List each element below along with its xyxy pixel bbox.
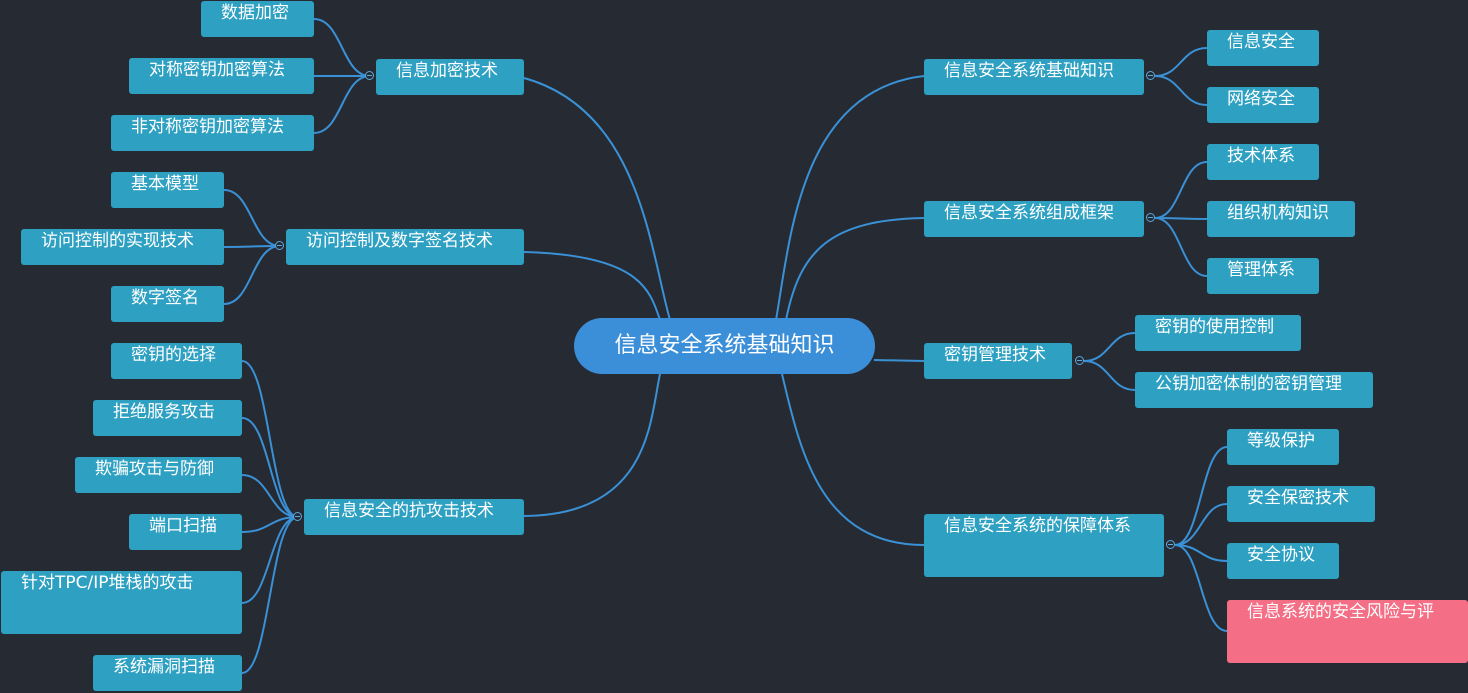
collapse-toggle-icon[interactable]: [1146, 71, 1155, 80]
leaf-link: [1174, 446, 1228, 546]
leaf-link: [1174, 544, 1228, 562]
leaf-mgmt-system[interactable]: 管理体系: [1207, 258, 1319, 294]
leaf-vuln-scan[interactable]: 系统漏洞扫描: [93, 655, 242, 691]
root-link: [775, 75, 925, 321]
leaf-tech-system[interactable]: 技术体系: [1207, 144, 1319, 180]
leaf-link: [313, 18, 371, 77]
branch-assurance[interactable]: 信息安全系统的保障体系: [924, 514, 1164, 577]
collapse-toggle-icon[interactable]: [275, 241, 284, 250]
leaf-link: [241, 360, 299, 518]
leaf-link: [1154, 217, 1208, 220]
leaf-asymmetric-algorithm[interactable]: 非对称密钥加密算法: [111, 115, 314, 151]
leaf-link: [223, 189, 281, 247]
leaf-link: [313, 75, 371, 134]
leaf-link: [1083, 360, 1136, 391]
leaf-link: [1083, 332, 1136, 362]
leaf-link: [1154, 161, 1208, 219]
leaf-network-security[interactable]: 网络安全: [1207, 87, 1319, 123]
branch-basics[interactable]: 信息安全系统基础知识: [924, 59, 1144, 95]
leaf-link: [1154, 217, 1208, 277]
root-link: [523, 251, 661, 321]
leaf-link: [223, 245, 281, 248]
branch-framework[interactable]: 信息安全系统组成框架: [924, 201, 1144, 237]
leaf-link: [241, 516, 299, 674]
leaf-link: [241, 474, 299, 518]
leaf-key-selection[interactable]: 密钥的选择: [111, 343, 242, 379]
leaf-spoofing[interactable]: 欺骗攻击与防御: [75, 457, 242, 493]
leaf-link: [241, 417, 299, 518]
leaf-tcpip-attack[interactable]: 针对TPC/IP堆栈的攻击: [1, 571, 242, 634]
root-link: [523, 77, 671, 321]
leaf-dos-attack[interactable]: 拒绝服务攻击: [93, 400, 242, 436]
collapse-toggle-icon[interactable]: [365, 71, 374, 80]
root-link: [523, 373, 661, 517]
leaf-symmetric-algorithm[interactable]: 对称密钥加密算法: [129, 58, 314, 94]
branch-encryption[interactable]: 信息加密技术: [376, 59, 524, 95]
leaf-link: [1174, 544, 1228, 632]
leaf-link: [1174, 503, 1228, 546]
leaf-digital-signature[interactable]: 数字签名: [111, 286, 224, 322]
collapse-toggle-icon[interactable]: [293, 512, 302, 521]
root-topic[interactable]: 信息安全系统基础知识: [574, 318, 875, 374]
leaf-risk-assessment[interactable]: 信息系统的安全风险与评: [1227, 600, 1468, 663]
collapse-toggle-icon[interactable]: [1146, 213, 1155, 222]
root-link: [781, 373, 925, 546]
leaf-basic-model[interactable]: 基本模型: [111, 172, 224, 208]
leaf-security-protocol[interactable]: 安全协议: [1227, 543, 1339, 579]
collapse-toggle-icon[interactable]: [1075, 356, 1084, 365]
leaf-pubkey-management[interactable]: 公钥加密体制的密钥管理: [1135, 372, 1373, 408]
leaf-link: [223, 245, 281, 305]
branch-key-management[interactable]: 密钥管理技术: [924, 343, 1072, 379]
leaf-link: [241, 516, 299, 604]
leaf-link: [1154, 47, 1208, 77]
leaf-key-usage-control[interactable]: 密钥的使用控制: [1135, 315, 1301, 351]
leaf-level-protection[interactable]: 等级保护: [1227, 429, 1339, 465]
leaf-info-security[interactable]: 信息安全: [1207, 30, 1319, 66]
branch-access-control[interactable]: 访问控制及数字签名技术: [286, 229, 524, 265]
leaf-link: [241, 516, 299, 533]
collapse-toggle-icon[interactable]: [1166, 540, 1175, 549]
root-link: [873, 359, 925, 362]
leaf-link: [1154, 75, 1208, 106]
leaf-access-impl[interactable]: 访问控制的实现技术: [21, 229, 224, 265]
root-link: [785, 217, 925, 321]
leaf-org-knowledge[interactable]: 组织机构知识: [1207, 201, 1355, 237]
leaf-data-encryption[interactable]: 数据加密: [201, 1, 314, 37]
leaf-secrecy-tech[interactable]: 安全保密技术: [1227, 486, 1375, 522]
leaf-port-scan[interactable]: 端口扫描: [129, 514, 242, 550]
branch-anti-attack[interactable]: 信息安全的抗攻击技术: [304, 499, 524, 535]
